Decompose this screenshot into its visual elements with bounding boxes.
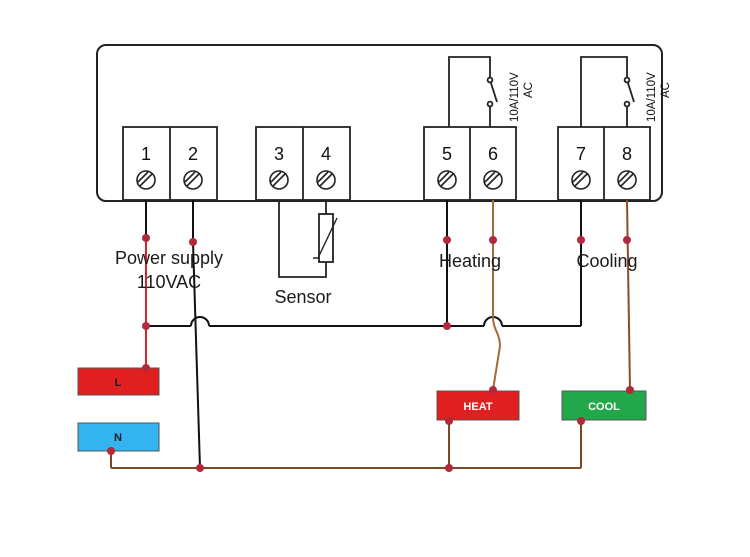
junction-dot (142, 364, 150, 372)
heat-box-label: HEAT (463, 401, 492, 413)
terminal-block-1-2 (122, 126, 218, 201)
junction-dot (107, 447, 115, 455)
relay-cooling-rating-line1: 10A/110V (646, 72, 658, 122)
cool-box-label: COOL (588, 401, 620, 413)
junction-dot (489, 236, 497, 244)
terminal-number-2: 2 (188, 144, 198, 164)
live-box: L (77, 367, 160, 396)
screw-icon (483, 170, 503, 190)
terminal-block-7-8 (557, 126, 651, 201)
terminal-number-1: 1 (141, 144, 151, 164)
terminal-number-5: 5 (442, 144, 452, 164)
junction-dot (577, 417, 585, 425)
sensor-label: Sensor (274, 287, 331, 307)
junction-dot (142, 234, 150, 242)
terminal-number-7: 7 (576, 144, 586, 164)
power-supply-label: Power supply (115, 248, 223, 268)
heat-box: HEAT (436, 390, 520, 421)
junction-dot (443, 236, 451, 244)
heating-label: Heating (439, 251, 501, 271)
terminal-block-3-4 (255, 126, 351, 201)
screw-icon (437, 170, 457, 190)
relay-cooling-rating-line2: AC (660, 82, 672, 98)
relay-heating-rating-line1: 10A/110V (509, 72, 521, 122)
cool-box: COOL (561, 390, 647, 421)
junction-dot (445, 417, 453, 425)
junction-dots (107, 234, 634, 472)
neutral-box-label: N (114, 432, 122, 444)
cool-wire (626, 199, 631, 391)
junction-dot (189, 238, 197, 246)
terminal-number-8: 8 (622, 144, 632, 164)
junction-dot (445, 464, 453, 472)
voltage-label: 110VAC (137, 272, 201, 292)
junction-dot (443, 322, 451, 330)
terminal-number-3: 3 (274, 144, 284, 164)
junction-dot (626, 386, 634, 394)
screw-icon (136, 170, 156, 190)
terminal-number-4: 4 (321, 144, 331, 164)
relay-heating-contact (448, 56, 498, 127)
black-wires (145, 200, 582, 469)
screw-icon (316, 170, 336, 190)
screw-icon (269, 170, 289, 190)
cooling-label: Cooling (576, 251, 637, 271)
junction-dot (196, 464, 204, 472)
sensor-thermistor (278, 200, 338, 278)
relay-cooling-contact (580, 56, 635, 127)
junction-dot (577, 236, 585, 244)
screw-icon (183, 170, 203, 190)
junction-dot (142, 322, 150, 330)
junction-dot (489, 386, 497, 394)
terminal-block-5-6 (423, 126, 517, 201)
neutral-box: N (77, 422, 160, 452)
terminal-number-6: 6 (488, 144, 498, 164)
relay-heating-rating-line2: AC (523, 82, 535, 98)
neutral-wire (110, 420, 582, 469)
screw-icon (617, 170, 637, 190)
controller-housing (96, 44, 663, 202)
heat-wire (492, 200, 502, 391)
junction-dot (623, 236, 631, 244)
screw-icon (571, 170, 591, 190)
live-box-label: L (115, 377, 122, 389)
